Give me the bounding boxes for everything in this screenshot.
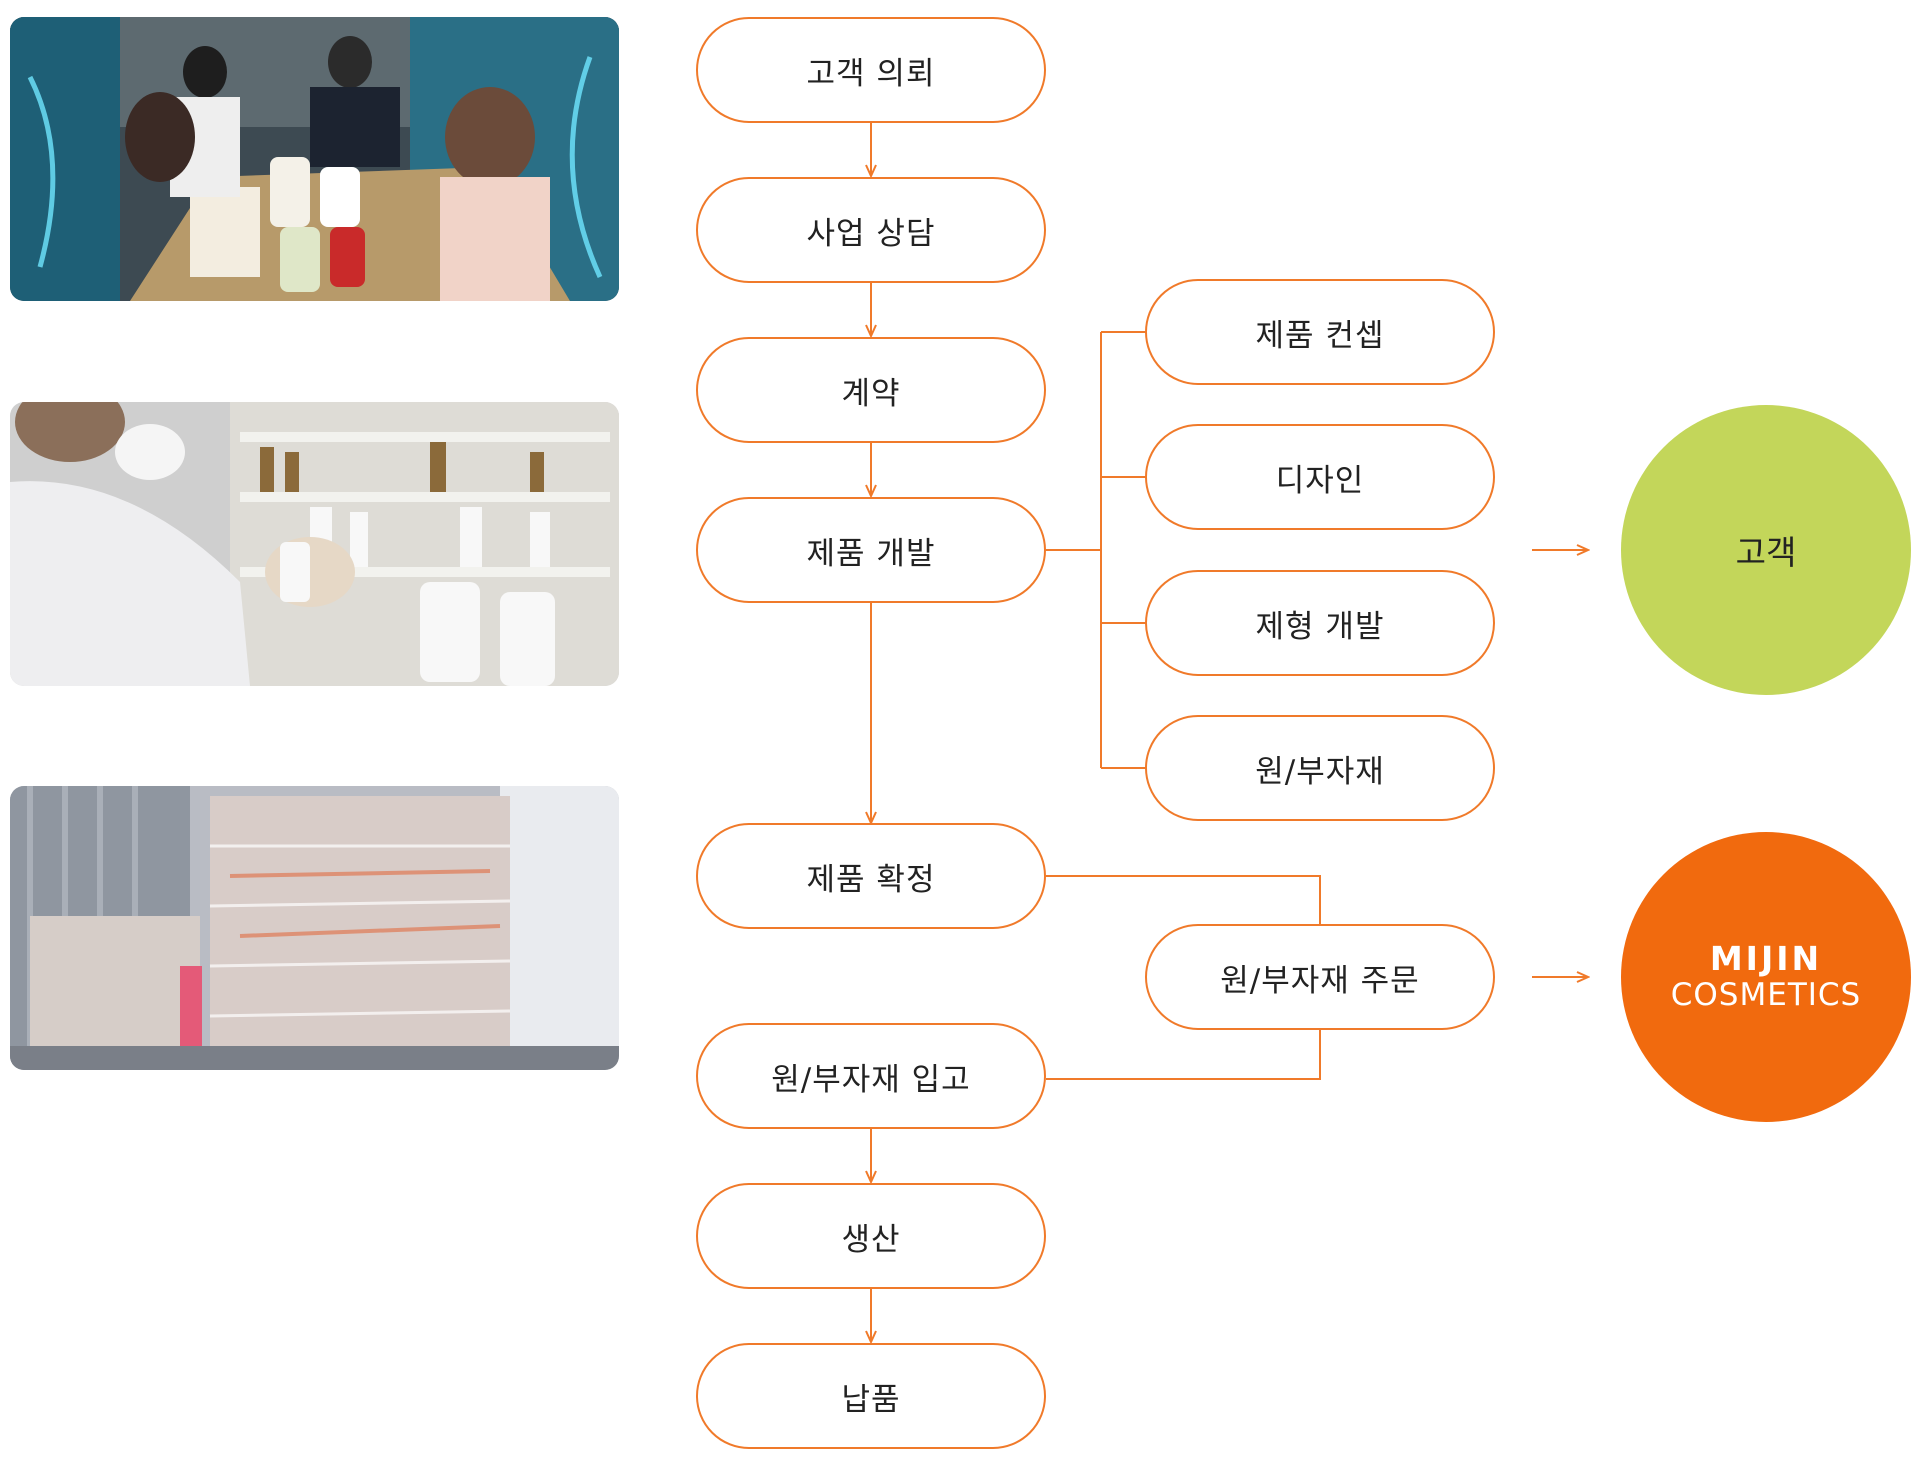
branch-design: 디자인 <box>1145 424 1495 530</box>
company-circle: MIJIN COSMETICS <box>1621 832 1911 1122</box>
order-to-receipt <box>1046 1030 1321 1080</box>
step-customer-request: 고객 의뢰 <box>696 17 1046 123</box>
branch-label: 디자인 <box>1275 462 1365 499</box>
step-label: 원/부자재 주문 <box>1220 962 1420 999</box>
company-logo-line1: MIJIN <box>1709 939 1823 978</box>
branch-label: 원/부자재 <box>1255 753 1385 790</box>
step-contract: 계약 <box>696 337 1046 443</box>
step-materials-receipt: 원/부자재 입고 <box>696 1023 1046 1129</box>
step-label: 생산 <box>841 1221 901 1258</box>
customer-circle: 고객 <box>1621 405 1911 695</box>
step-label: 제품 확정 <box>806 861 936 898</box>
step-label: 제품 개발 <box>806 535 936 572</box>
company-logo-line2: COSMETICS <box>1670 977 1862 1013</box>
branch-label: 제품 컨셉 <box>1255 317 1385 354</box>
branch-product-concept: 제품 컨셉 <box>1145 279 1495 385</box>
step-business-consultation: 사업 상담 <box>696 177 1046 283</box>
step-label: 계약 <box>841 375 901 412</box>
step-label: 고객 의뢰 <box>806 55 936 92</box>
step-label: 납품 <box>841 1381 901 1418</box>
step-materials-order: 원/부자재 주문 <box>1145 924 1495 1030</box>
customer-label: 고객 <box>1735 533 1797 572</box>
step-label: 사업 상담 <box>806 215 936 252</box>
step-product-confirmation: 제품 확정 <box>696 823 1046 929</box>
business-meeting-photo <box>10 17 619 301</box>
lab-researcher-photo <box>10 402 619 686</box>
step-delivery: 납품 <box>696 1343 1046 1449</box>
branch-label: 제형 개발 <box>1255 608 1385 645</box>
branch-formulation: 제형 개발 <box>1145 570 1495 676</box>
step-label: 원/부자재 입고 <box>771 1061 971 1098</box>
step-product-development: 제품 개발 <box>696 497 1046 603</box>
confirm-to-order <box>1046 875 1321 924</box>
step-production: 생산 <box>696 1183 1046 1289</box>
wrapped-pallets-photo <box>10 786 619 1070</box>
branch-materials: 원/부자재 <box>1145 715 1495 821</box>
